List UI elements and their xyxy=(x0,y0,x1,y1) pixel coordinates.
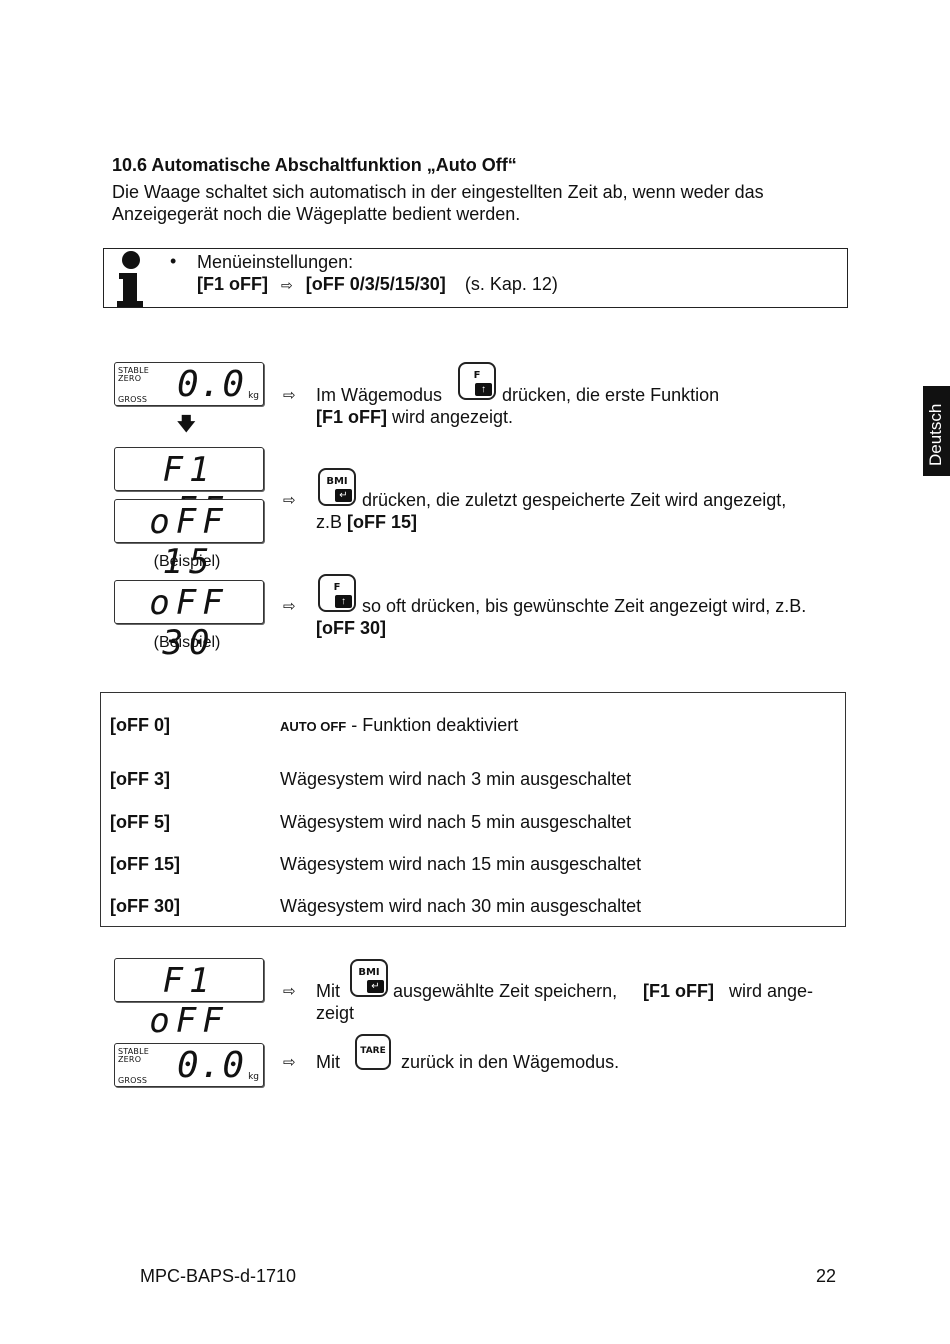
table-row-key-1: [oFF 3] xyxy=(110,769,170,789)
weight-display-2: STABLE ZERO GROSS 0.0 kg xyxy=(114,1043,264,1087)
step1-text-a: Im Wägemodus xyxy=(316,385,443,405)
gross-label-2: GROSS xyxy=(118,1076,148,1085)
up-arrow-icon: ↑ xyxy=(475,383,492,396)
gross-label: GROSS xyxy=(118,395,148,404)
info-text: Menüeinstellungen: [F1 oFF] ⇨ [oFF 0/3/5… xyxy=(197,251,558,296)
f-key-label: F xyxy=(473,370,481,381)
table-row-key-3: [oFF 15] xyxy=(110,854,180,874)
step1-text-b: drücken, die erste Funktion xyxy=(502,385,720,405)
off30-text: oFF 30 xyxy=(149,583,229,663)
example-caption-1: (Beispiel) xyxy=(153,553,221,570)
step1-arrow-icon: ⇨ xyxy=(283,387,296,404)
stable-label-2: STABLE xyxy=(118,1047,150,1056)
info-box: • Menüeinstellungen: [F1 oFF] ⇨ [oFF 0/3… xyxy=(103,248,848,308)
table-row-key-4: [oFF 30] xyxy=(110,896,180,916)
chapter-ref: (s. Kap. 12) xyxy=(464,274,558,294)
table-row-key-2: [oFF 5] xyxy=(110,812,170,832)
step4-text-b: wird ange- xyxy=(729,981,814,1001)
stable-label: STABLE xyxy=(118,366,150,375)
step4-text-c: zeigt xyxy=(316,1003,355,1023)
step3-text-b: [oFF 30] xyxy=(316,618,386,638)
info-line2: [F1 oFF] ⇨ [oFF 0/3/5/15/30] (s. Kap. 12… xyxy=(197,273,558,296)
settings-table: [oFF 0] AUTO OFF - Funktion deaktiviert … xyxy=(100,692,846,927)
info-bullet: • xyxy=(170,251,177,271)
table-row-value-0: AUTO OFF - Funktion deaktiviert xyxy=(280,715,518,736)
tare-key: TARE xyxy=(355,1034,391,1070)
menu-from: [F1 oFF] xyxy=(197,274,268,294)
step5-arrow-icon: ⇨ xyxy=(283,1054,296,1071)
menu-to: [oFF 0/3/5/15/30] xyxy=(305,274,446,294)
off30-display: oFF 30 xyxy=(114,580,264,663)
table-row-value-2: Wägesystem wird nach 5 min ausgeschaltet xyxy=(280,812,632,832)
f-key-2-label: F xyxy=(333,582,341,593)
step1-bold: [F1 oFF] xyxy=(316,407,387,427)
zero-label-2: ZERO xyxy=(118,1055,142,1064)
intro-paragraph: Die Waage schaltet sich automatisch in d… xyxy=(112,182,764,224)
unit-label: kg xyxy=(248,391,259,401)
f1off-display-2: F1 oFF xyxy=(114,958,264,1041)
step5-mit: Mit xyxy=(316,1052,340,1072)
tare-key-label: TARE xyxy=(360,1046,386,1056)
auto-off-caps: AUTO OFF xyxy=(280,719,347,734)
step2-text-b: z.B [oFF 15] xyxy=(316,511,417,533)
section-title: 10.6 Automatische Abschaltfunktion „Auto… xyxy=(112,155,517,175)
enter-icon-2: ↵ xyxy=(367,980,384,993)
table-row-value-1: Wägesystem wird nach 3 min ausgeschaltet xyxy=(280,769,632,789)
language-tab-label: Deutsch xyxy=(926,403,945,466)
f1off-display: F1 oFF xyxy=(114,447,264,530)
table-row-value-4: Wägesystem wird nach 30 min ausgeschalte… xyxy=(280,896,642,916)
example-caption-2: (Beispiel) xyxy=(153,634,221,651)
step2-text-a: drücken, die zuletzt gespeicherte Zeit w… xyxy=(362,490,787,510)
f-key: F ↑ xyxy=(458,362,496,400)
step3-arrow-icon: ⇨ xyxy=(283,598,296,615)
bmi-key: BMI ↵ xyxy=(318,468,356,506)
f-key-2: F ↑ xyxy=(318,574,356,612)
step4-mit: Mit xyxy=(316,981,340,1001)
table-row-key-0: [oFF 0] xyxy=(110,715,170,735)
enter-icon: ↵ xyxy=(335,489,352,502)
step5-text: zurück in den Wägemodus. xyxy=(401,1052,620,1072)
weight-value: 0.0 xyxy=(176,364,245,405)
step4-bold: [F1 oFF] xyxy=(643,981,714,1001)
step3-text-a: so oft drücken, bis gewünschte Zeit ange… xyxy=(362,596,807,616)
step4-text-a: ausgewählte Zeit speichern, xyxy=(393,981,618,1001)
unit-label-2: kg xyxy=(248,1072,259,1082)
step1-text-c: [F1 oFF] wird angezeigt. xyxy=(316,406,513,428)
down-arrow-icon: 🡇 xyxy=(177,414,196,434)
step2-bold: [oFF 15] xyxy=(347,512,418,532)
info-line1: Menüeinstellungen: xyxy=(197,252,354,272)
off15-display: oFF 15 xyxy=(114,499,264,582)
off15-text: oFF 15 xyxy=(149,502,229,582)
info-icon xyxy=(117,251,143,307)
step2-arrow-icon: ⇨ xyxy=(283,492,296,509)
bmi-key-2-label: BMI xyxy=(358,967,380,978)
row0-value: - Funktion deaktiviert xyxy=(346,715,519,735)
table-row-value-3: Wägesystem wird nach 15 min ausgeschalte… xyxy=(280,854,642,874)
bmi-key-label: BMI xyxy=(326,476,348,487)
footer-page-number: 22 xyxy=(816,1266,837,1286)
footer-doc-id: MPC-BAPS-d-1710 xyxy=(140,1266,297,1286)
step4-arrow-icon: ⇨ xyxy=(283,983,296,1000)
language-tab: Deutsch xyxy=(923,386,950,476)
weight-value-2: 0.0 xyxy=(176,1045,245,1086)
f1off-text-2: F1 oFF xyxy=(149,961,229,1041)
up-arrow-icon-2: ↑ xyxy=(335,595,352,608)
arrow-icon: ⇨ xyxy=(281,277,293,293)
weight-display: STABLE ZERO GROSS 0.0 kg xyxy=(114,362,264,406)
bmi-key-2: BMI ↵ xyxy=(350,959,388,997)
zero-label: ZERO xyxy=(118,374,142,383)
step2-b: z.B xyxy=(316,512,348,532)
step1-c: wird angezeigt. xyxy=(386,407,514,427)
